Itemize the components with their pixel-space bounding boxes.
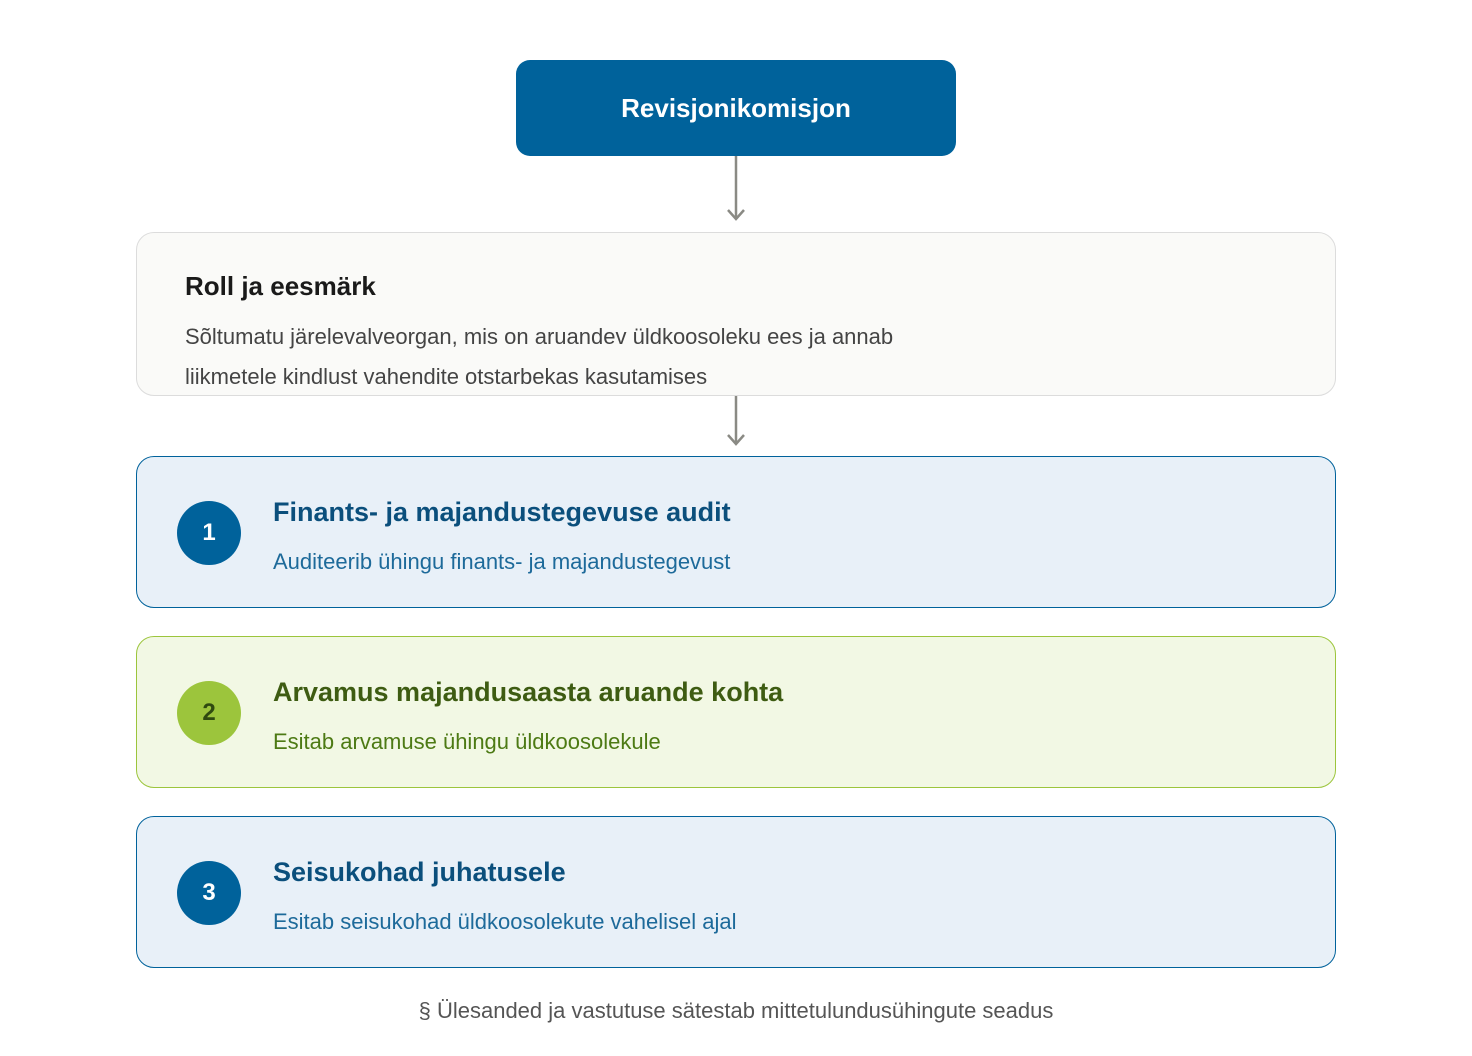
- number-badge: 1: [177, 501, 241, 565]
- task-card-audit: 1 Finants- ja majandustegevuse audit Aud…: [136, 456, 1336, 608]
- role-description: Sõltumatu järelevalveorgan, mis on aruan…: [185, 324, 894, 389]
- task-card-positions: 3 Seisukohad juhatusele Esitab seisukoha…: [136, 816, 1336, 968]
- role-title: Roll ja eesmärk: [185, 271, 376, 301]
- task-description: Auditeerib ühingu finants- ja majanduste…: [273, 549, 731, 574]
- number-badge: 2: [177, 681, 241, 745]
- task-description: Esitab arvamuse ühingu üldkoosolekule: [273, 729, 661, 754]
- footer-note: § Ülesanded ja vastutuse sätestab mittet…: [418, 998, 1054, 1023]
- arrow-down-icon: [725, 396, 747, 446]
- role-box: Roll ja eesmärk Sõltumatu järelevalveorg…: [136, 232, 1336, 396]
- number-badge: 3: [177, 861, 241, 925]
- task-title: Arvamus majandusaasta aruande kohta: [273, 677, 784, 707]
- task-title: Seisukohad juhatusele: [273, 857, 566, 887]
- task-title: Finants- ja majandustegevuse audit: [273, 497, 731, 527]
- task-card-opinion: 2 Arvamus majandusaasta aruande kohta Es…: [136, 636, 1336, 788]
- arrow-down-icon: [725, 156, 747, 222]
- header-box: Revisjonikomisjon: [516, 60, 956, 156]
- header-title: Revisjonikomisjon: [621, 92, 851, 123]
- task-description: Esitab seisukohad üldkoosolekute vahelis…: [273, 909, 737, 934]
